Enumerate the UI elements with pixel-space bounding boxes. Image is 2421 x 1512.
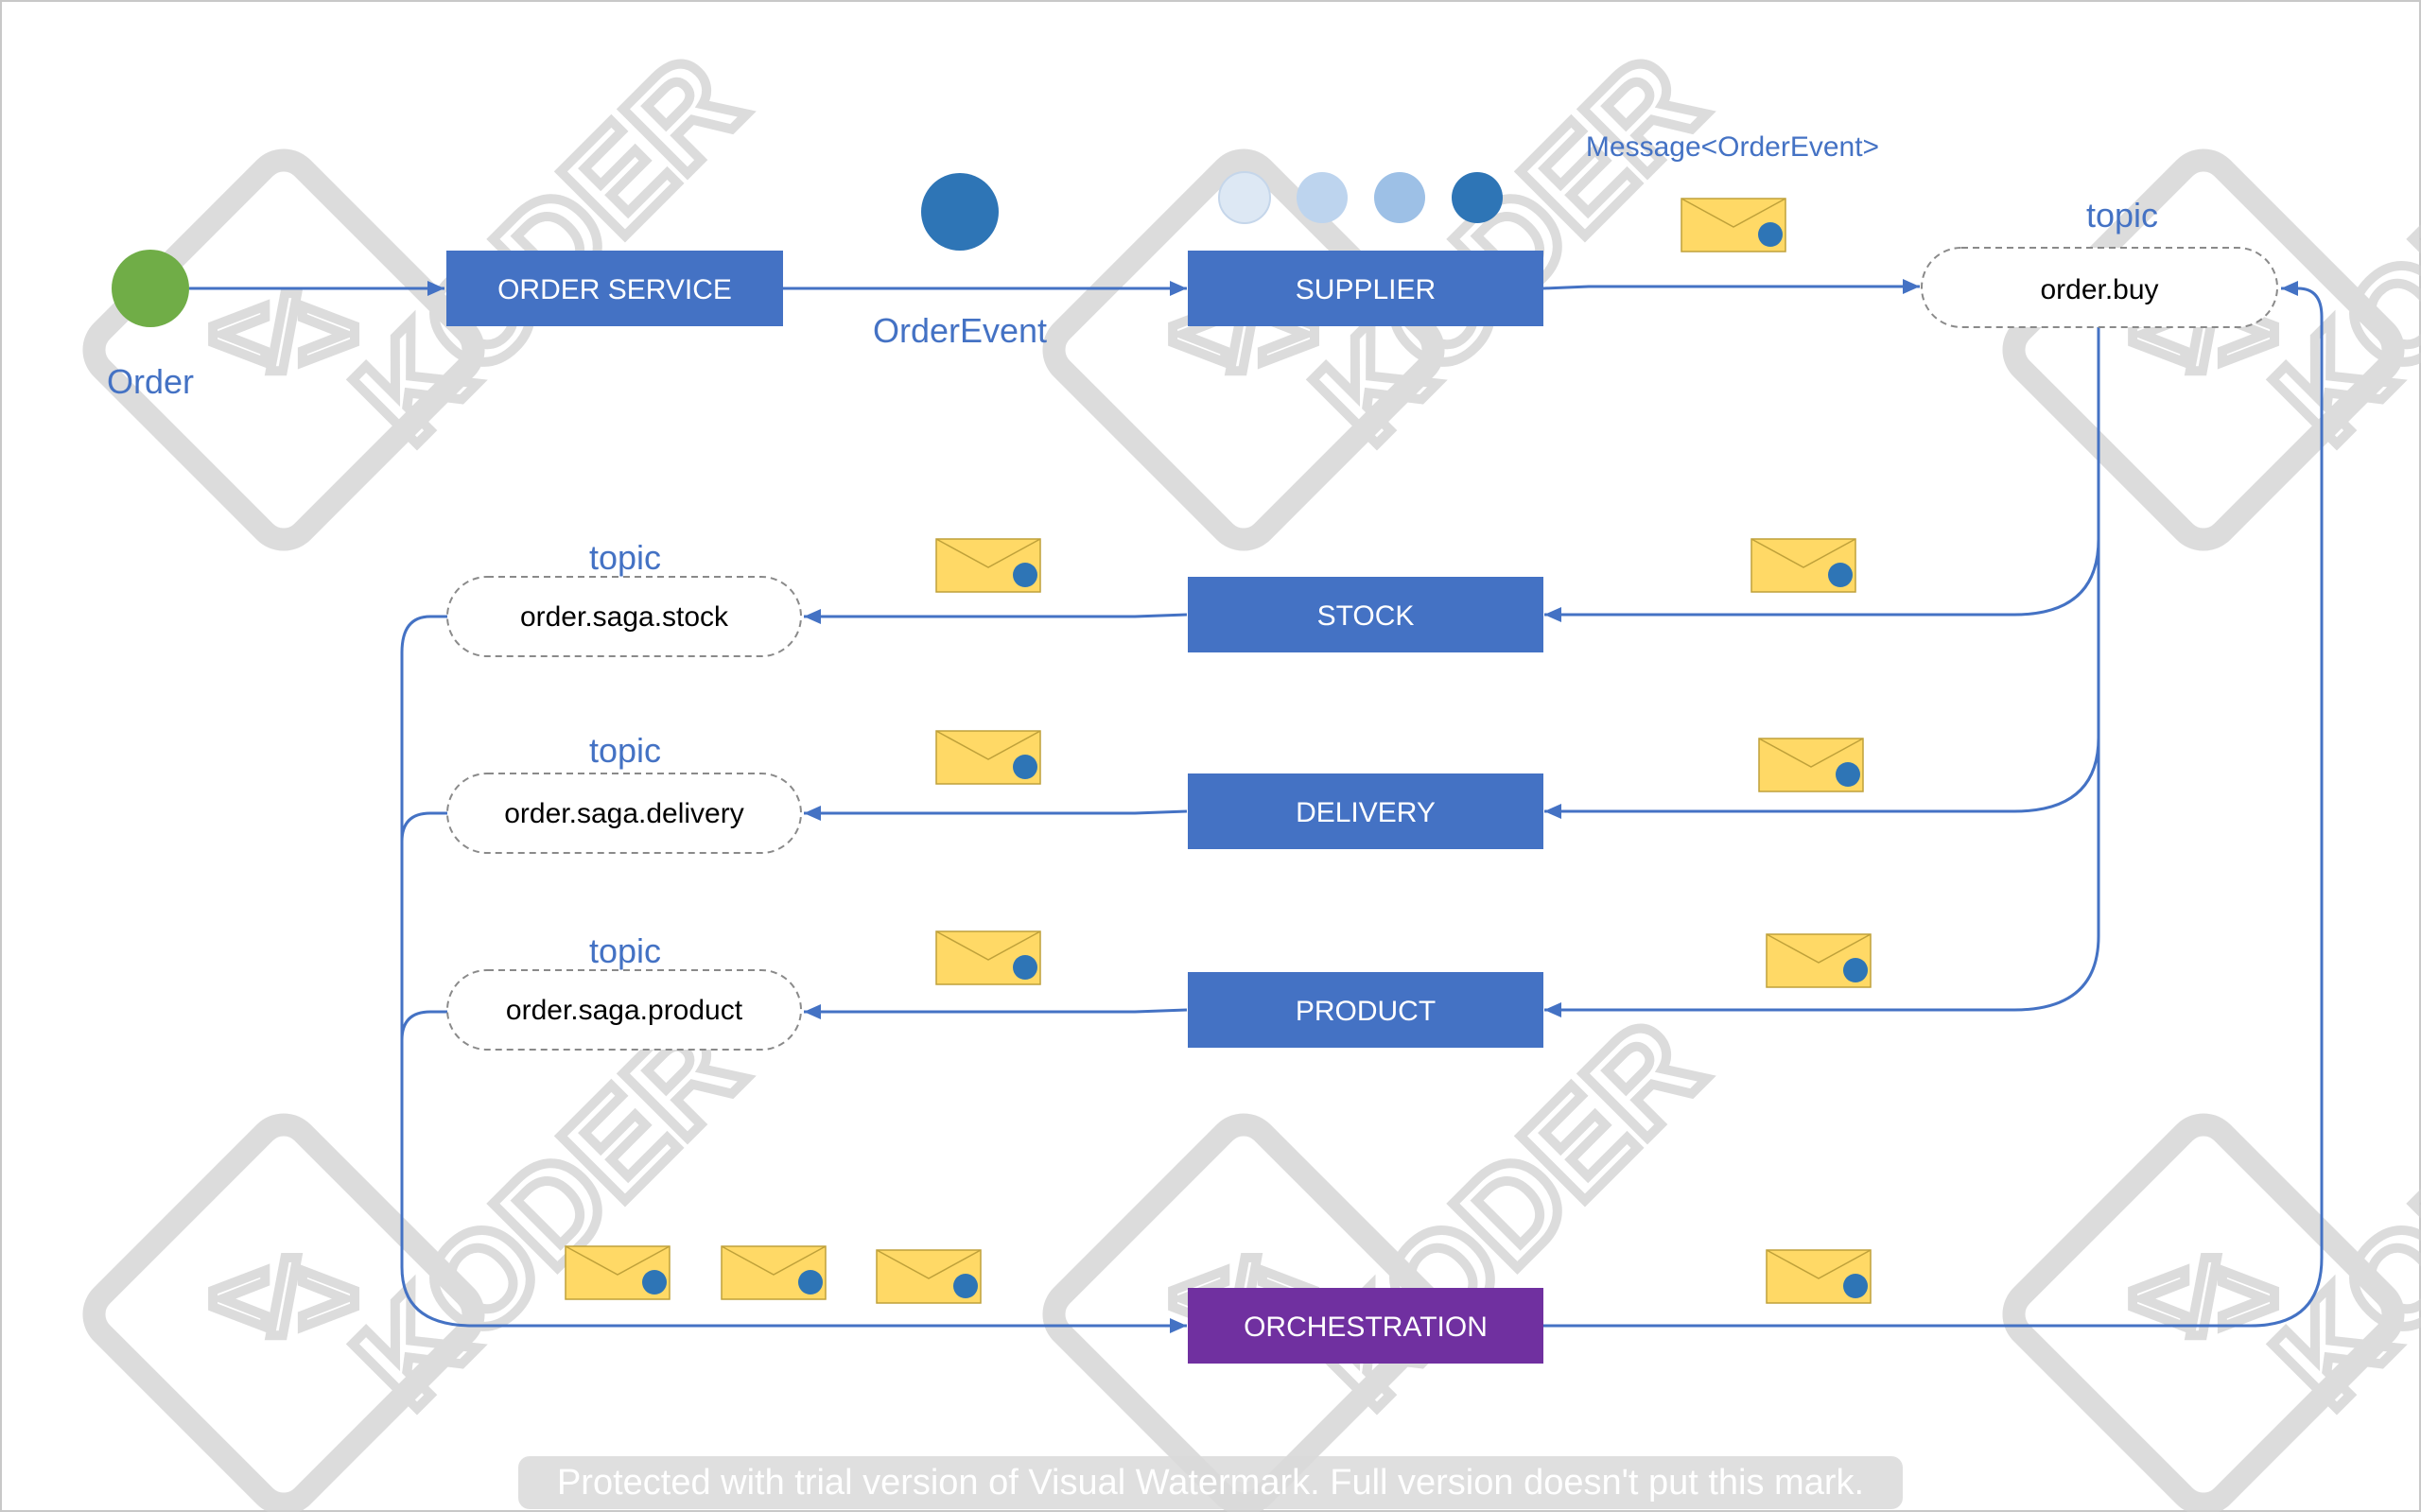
- envelope-icon: [1750, 538, 1856, 593]
- supplier-label: SUPPLIER: [1296, 274, 1436, 305]
- stock-label: STOCK: [1317, 600, 1415, 632]
- topic-caption: topic: [589, 931, 661, 970]
- start-label: Order: [107, 362, 194, 401]
- edge-order-buy-to-product: [1544, 738, 2100, 1017]
- edge-delivery-to-saga-delivery: [804, 806, 1188, 821]
- order-event-dot: [921, 173, 999, 251]
- order-event-label: OrderEvent: [873, 311, 1047, 350]
- envelope-icon: [1766, 933, 1872, 988]
- watermark-logo-text: KODER: [2246, 992, 2421, 1435]
- topic-saga-delivery: topic order.saga.delivery: [446, 731, 802, 854]
- topic-saga-stock: topic order.saga.stock: [446, 538, 802, 657]
- envelope-icon: [1681, 198, 1786, 252]
- edge-saga-product-join: [400, 1010, 447, 1041]
- orchestration-label: ORCHESTRATION: [1244, 1312, 1488, 1343]
- product-box: PRODUCT: [1188, 972, 1543, 1048]
- topic-caption: topic: [589, 731, 661, 770]
- topic-caption: topic: [2086, 196, 2158, 235]
- edge-product-to-saga-product: [804, 1004, 1188, 1019]
- supplier-box: SUPPLIER: [1188, 251, 1543, 326]
- envelope-icon: [1766, 1249, 1872, 1304]
- envelope-icon: [876, 1249, 982, 1304]
- order-service-box: ORDER SERVICE: [446, 251, 783, 326]
- event-dot-faded-3: [1374, 172, 1425, 223]
- delivery-box: DELIVERY: [1188, 773, 1543, 849]
- delivery-label: DELIVERY: [1296, 797, 1436, 828]
- watermark-banner-text: Protected with trial version of Visual W…: [557, 1463, 1864, 1503]
- envelope-icon: [935, 930, 1041, 985]
- envelope-icon: [935, 730, 1041, 785]
- envelope-icon: [721, 1245, 827, 1300]
- edge-saga-topics-to-orchestration: [400, 615, 1187, 1333]
- watermark-banner: Protected with trial version of Visual W…: [518, 1456, 1903, 1509]
- topic-saga-product: topic order.saga.product: [446, 931, 802, 1051]
- stock-box: STOCK: [1188, 577, 1543, 652]
- event-dot-solid: [1452, 172, 1503, 223]
- edge-stock-to-saga-stock: [804, 609, 1188, 624]
- topic-name: order.buy: [2040, 274, 2158, 305]
- product-label: PRODUCT: [1296, 996, 1436, 1027]
- topic-caption: topic: [589, 538, 661, 577]
- edge-orchestration-to-order-buy: [1543, 281, 2324, 1328]
- envelope-icon: [565, 1245, 671, 1300]
- orchestration-box: ORCHESTRATION: [1188, 1288, 1543, 1364]
- watermark-logo-text: KODER: [2246, 27, 2421, 471]
- event-dot-faded-1: [1218, 171, 1271, 224]
- order-service-label: ORDER SERVICE: [497, 274, 732, 305]
- topic-order-buy: topic order.buy: [1921, 196, 2278, 328]
- edge-saga-delivery-join: [400, 811, 447, 843]
- topic-name: order.saga.delivery: [504, 798, 743, 829]
- message-label: Message<OrderEvent>: [1586, 131, 1879, 163]
- message-envelopes: [565, 198, 1872, 1304]
- start-node: [112, 250, 189, 327]
- event-dots-sequence: [1218, 171, 1503, 224]
- edge-supplier-to-order-buy: [1542, 279, 1920, 294]
- envelope-icon: [1758, 738, 1864, 792]
- topic-name: order.saga.product: [506, 995, 743, 1026]
- topic-name: order.saga.stock: [520, 601, 729, 633]
- envelope-icon: [935, 538, 1041, 593]
- event-dot-faded-2: [1297, 172, 1348, 223]
- connectors: [189, 279, 2324, 1333]
